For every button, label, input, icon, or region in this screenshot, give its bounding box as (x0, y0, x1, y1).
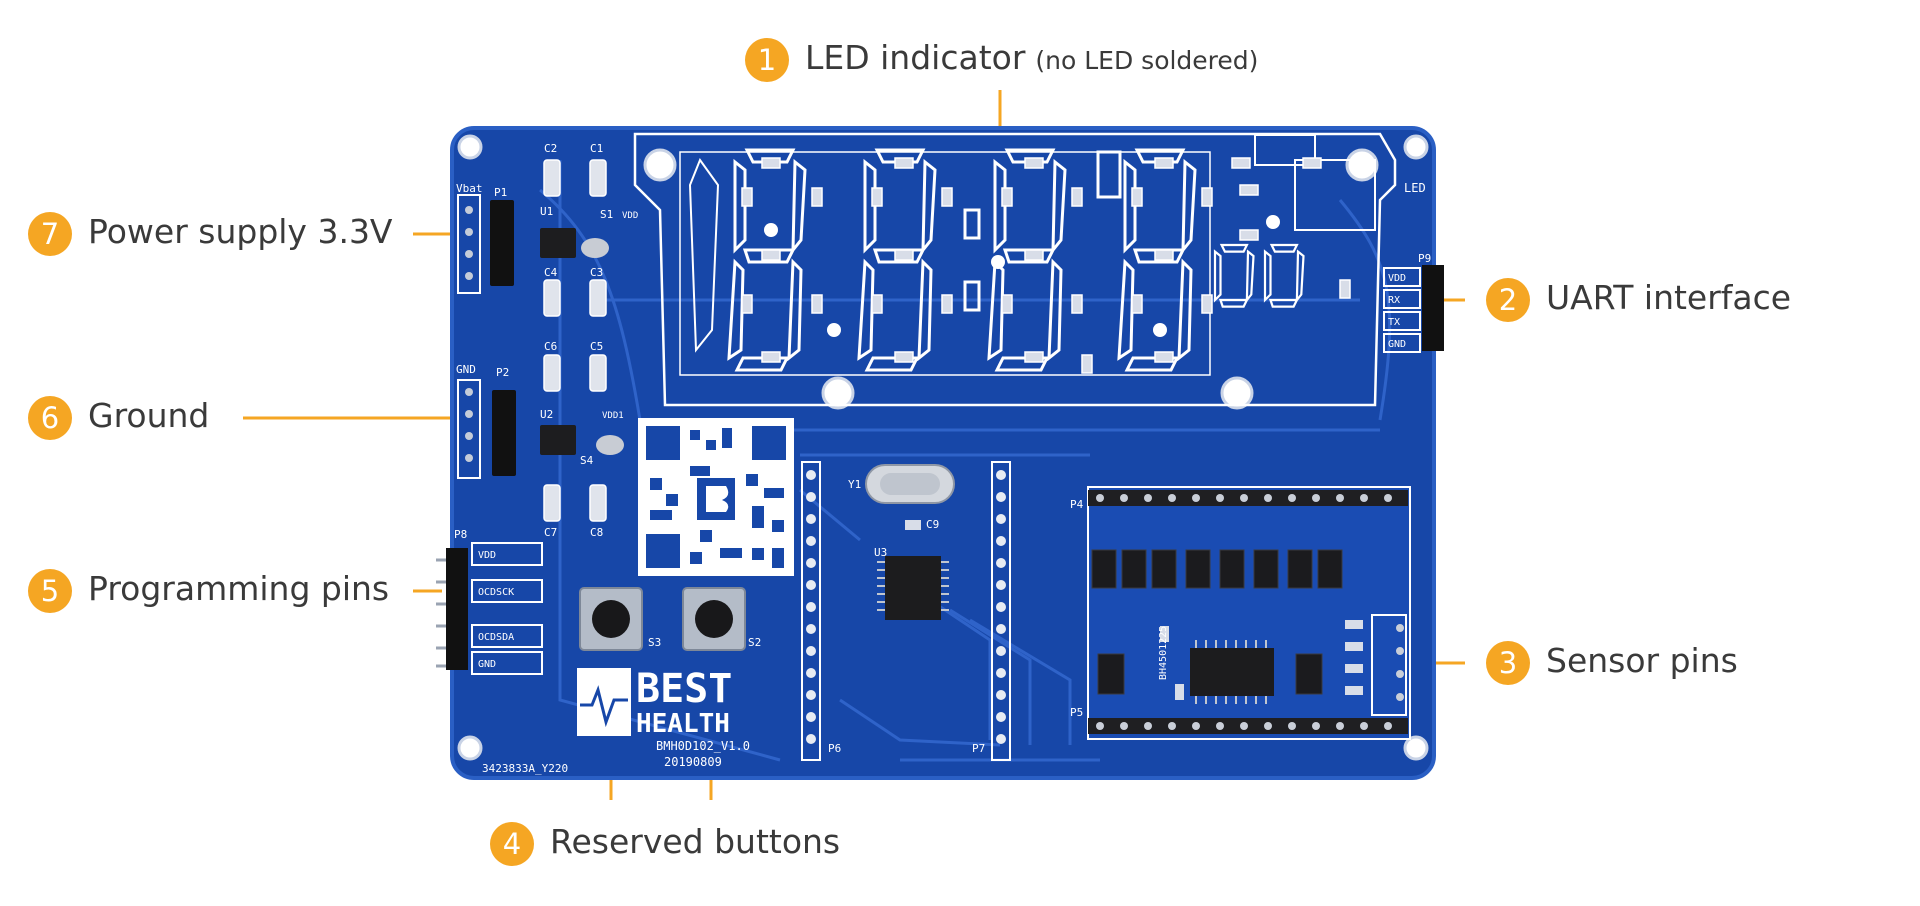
sensor-board (1087, 486, 1411, 740)
callout-ground: 6 Ground (28, 396, 209, 440)
silk-s2: S2 (748, 636, 761, 649)
silk-prog-ocdsda: OCDSDA (478, 632, 514, 643)
silk-u3: U3 (874, 546, 887, 559)
brand-logo-mark (577, 668, 631, 736)
silk-vbat: Vbat (456, 182, 483, 195)
seven-segment-digits (688, 134, 1376, 372)
silk-y1: Y1 (848, 478, 861, 491)
callout-number-badge: 5 (28, 569, 72, 613)
silk-prog-vdd: VDD (478, 550, 496, 561)
silk-brand-best: BEST (636, 666, 732, 712)
led-display-area (633, 132, 1397, 407)
silk-uart-vdd: VDD (1388, 273, 1406, 284)
silk-brand-health: HEALTH (636, 709, 730, 739)
silk-c1: C1 (590, 142, 603, 155)
silk-prog-ocdsck: OCDSCK (478, 587, 514, 598)
silk-led: LED (1404, 181, 1426, 195)
callout-reserved-buttons: 4 Reserved buttons (490, 822, 840, 866)
silk-c8: C8 (590, 526, 603, 539)
callout-label: Ground (88, 396, 210, 435)
silk-uart-tx: TX (1388, 317, 1400, 328)
silk-p1: P1 (494, 186, 507, 199)
silk-c7: C7 (544, 526, 557, 539)
callout-programming-pins: 5 Programming pins (28, 569, 389, 613)
silk-s3: S3 (648, 636, 661, 649)
callout-sensor-pins: 3 Sensor pins (1486, 641, 1738, 685)
qr-code (638, 418, 794, 576)
callout-led-indicator: 1 LED indicator (no LED soldered) (745, 38, 1258, 82)
silk-gnd: GND (456, 363, 476, 376)
silk-p8: P8 (454, 528, 467, 541)
callout-note: (no LED soldered) (1035, 46, 1259, 75)
callout-label: Power supply 3.3V (88, 212, 393, 251)
callout-power-supply: 7 Power supply 3.3V (28, 212, 393, 256)
callout-number-badge: 4 (490, 822, 534, 866)
silk-c6: C6 (544, 340, 557, 353)
silk-vdd: VDD (622, 211, 638, 221)
callout-label: Reserved buttons (550, 822, 841, 861)
callout-label: Sensor pins (1546, 641, 1738, 680)
crystal-and-mcu (865, 464, 955, 620)
silk-model: BMH0D102_V1.0 (656, 739, 750, 753)
silk-sensor-chip: BH4501225 (1158, 626, 1169, 680)
silk-c2: C2 (544, 142, 557, 155)
callout-number-badge: 1 (745, 38, 789, 82)
silk-p4: P4 (1070, 498, 1084, 511)
silk-p6: P6 (828, 742, 841, 755)
mounting-holes (457, 134, 1429, 761)
callout-number-badge: 6 (28, 396, 72, 440)
callout-number-badge: 3 (1486, 641, 1530, 685)
callout-number-badge: 7 (28, 212, 72, 256)
power-header (490, 200, 516, 476)
silk-s1: S1 (600, 208, 613, 221)
silk-uart-gnd: GND (1388, 339, 1406, 350)
silk-p9: P9 (1418, 252, 1431, 265)
silk-c9: C9 (926, 518, 939, 531)
reserved-buttons (579, 587, 746, 651)
silk-s4: S4 (580, 454, 594, 467)
led-pads (741, 157, 1351, 374)
pin-columns (801, 461, 1011, 761)
silk-vdd1: VDD1 (602, 411, 624, 421)
silk-u2: U2 (540, 408, 553, 421)
callout-number-badge: 2 (1486, 278, 1530, 322)
silk-uart-rx: RX (1388, 295, 1400, 306)
silkscreen-text: Vbat P1 GND P2 P8 U1 U2 U3 Y1 S1 S2 S3 S… (454, 142, 1431, 775)
callout-label: UART interface (1546, 278, 1792, 317)
programming-header (436, 542, 543, 675)
silk-c4: C4 (544, 266, 558, 279)
silk-date: 20190809 (664, 755, 722, 769)
silk-c3: C3 (590, 266, 603, 279)
silk-corner-code: 3423833A_Y220 (482, 762, 568, 775)
callout-label: Programming pins (88, 569, 390, 608)
silk-c5: C5 (590, 340, 603, 353)
uart-header (1383, 265, 1444, 353)
callout-uart-interface: 2 UART interface (1486, 278, 1791, 322)
silk-p2: P2 (496, 366, 509, 379)
silk-u1: U1 (540, 205, 553, 218)
silk-p7: P7 (972, 742, 985, 755)
capacitors-left (543, 159, 607, 522)
silk-p5: P5 (1070, 706, 1083, 719)
callout-label: LED indicator (805, 38, 1026, 77)
regulators (540, 228, 576, 455)
silk-prog-gnd: GND (478, 659, 496, 670)
